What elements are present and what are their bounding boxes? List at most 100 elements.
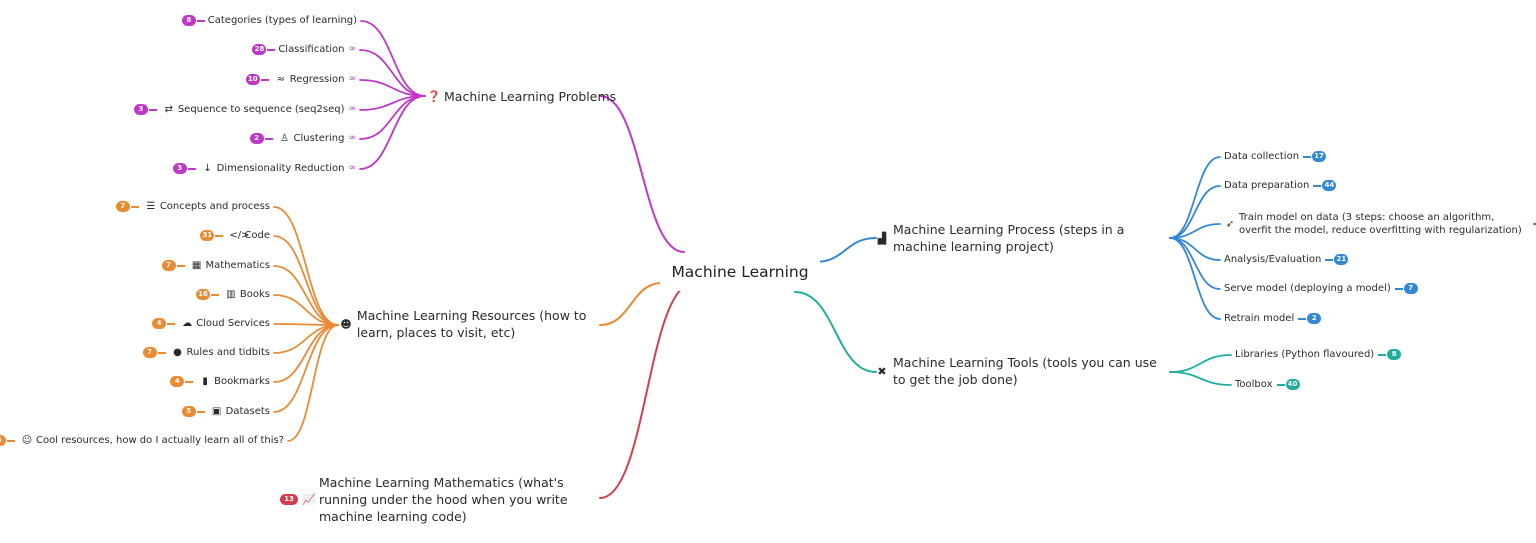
leaf-tools[interactable]: Libraries (Python flavoured)8 xyxy=(1235,348,1402,361)
leaf-process[interactable]: Data collection 17 xyxy=(1224,150,1327,163)
cloud-icon: ☁ xyxy=(182,318,193,329)
connector-stub xyxy=(1394,287,1403,290)
count-badge: 3 xyxy=(172,163,187,174)
connector-stub xyxy=(1533,223,1536,225)
count-badge: 2 xyxy=(1307,313,1322,324)
leaf-label: Books xyxy=(239,289,270,300)
leaf-process[interactable]: ➶ Train model on data (3 steps: choose an… xyxy=(1224,211,1536,237)
root-node[interactable]: Machine Learning xyxy=(660,253,820,291)
leaf-resources[interactable]: 5▣Datasets xyxy=(181,405,270,418)
axis-chart-icon: 📈 xyxy=(302,493,316,506)
leaf-problems[interactable]: 28 Classification∞ xyxy=(252,43,356,56)
leaf-resources[interactable]: 7▦Mathematics xyxy=(161,259,270,272)
count-badge: 8 xyxy=(1387,349,1402,360)
edge-root-resources xyxy=(599,282,663,326)
edge-process-leaf xyxy=(1169,237,1221,320)
connector-stub xyxy=(267,48,276,51)
leaf-label: Serve model (deploying a model) xyxy=(1224,283,1391,294)
edge-root-math xyxy=(599,282,695,499)
edge-resources-leaf xyxy=(287,324,339,442)
connector-stub xyxy=(7,439,15,442)
link-icon[interactable]: ∞ xyxy=(348,163,357,173)
branch-math[interactable]: 13 📈 Machine Learning Mathematics (what'… xyxy=(280,474,600,525)
link-icon[interactable]: ∞ xyxy=(348,133,357,143)
leaf-resources[interactable]: 4 ▮ Bookmarks xyxy=(170,375,270,388)
count-badge: 7 xyxy=(142,347,157,358)
count-badge: 16 xyxy=(195,289,210,300)
leaf-resources[interactable]: 6☺Cool resources, how do I actually lear… xyxy=(0,434,284,447)
leaf-label: Classification xyxy=(278,44,345,55)
leaf-label: Data collection xyxy=(1224,151,1300,162)
leaf-label: Datasets xyxy=(225,406,270,417)
edge-resources-leaf xyxy=(273,324,339,354)
branch-resources[interactable]: ☻ Machine Learning Resources (how to lea… xyxy=(340,307,600,341)
leaf-label: Clustering xyxy=(293,133,345,144)
running-icon: ➶ xyxy=(1225,218,1235,230)
leaf-problems[interactable]: 2 ♙Clustering∞ xyxy=(249,132,357,145)
leaf-resources[interactable]: 7 ● Rules and tidbits xyxy=(142,346,270,359)
count-badge: 21 xyxy=(1334,254,1349,265)
count-badge: 31 xyxy=(200,230,215,241)
edge-root-process xyxy=(814,237,877,263)
leaf-label: Categories (types of learning) xyxy=(207,15,357,26)
lightbulb-icon: ● xyxy=(173,347,182,358)
leaf-resources[interactable]: 16▥Books xyxy=(195,288,270,301)
connector-stub xyxy=(196,410,205,413)
branch-math-count: 13 xyxy=(280,494,298,505)
count-badge: 2 xyxy=(249,133,264,144)
edge-process-leaf xyxy=(1169,185,1221,239)
leaf-process[interactable]: Serve model (deploying a model)7 xyxy=(1224,282,1418,295)
connector-stub xyxy=(185,380,194,383)
arrow-down-icon: ↓ xyxy=(203,163,212,174)
count-badge: 44 xyxy=(1322,180,1337,191)
leaf-tools[interactable]: Toolbox 40 xyxy=(1235,378,1300,391)
count-badge: 7 xyxy=(161,260,176,271)
connector-stub xyxy=(1325,258,1334,261)
connector-stub xyxy=(148,108,157,111)
leaf-resources[interactable]: 31</>Code xyxy=(200,229,270,242)
connector-stub xyxy=(167,322,176,325)
leaf-problems[interactable]: 3⇄Sequence to sequence (seq2seq)∞ xyxy=(133,103,357,116)
link-icon[interactable]: ∞ xyxy=(348,74,357,84)
leaf-problems[interactable]: 3↓Dimensionality Reduction∞ xyxy=(172,162,357,175)
leaf-label: Toolbox xyxy=(1235,379,1273,390)
edge-resources-leaf xyxy=(273,235,339,326)
link-icon[interactable]: ∞ xyxy=(348,44,357,54)
edge-resources-leaf xyxy=(273,323,339,326)
connector-stub xyxy=(1276,383,1285,386)
count-badge: 6 xyxy=(0,435,6,446)
swap-arrows-icon: ⇄ xyxy=(164,104,173,115)
count-badge: 5 xyxy=(181,406,196,417)
count-badge: 4 xyxy=(170,376,185,387)
count-badge: 28 xyxy=(252,44,267,55)
leaf-resources[interactable]: 7☰Concepts and process xyxy=(115,200,270,213)
branch-tools-label: Machine Learning Tools (tools you can us… xyxy=(893,355,1157,387)
leaf-label: Mathematics xyxy=(205,260,270,271)
branch-problems[interactable]: ❓ Machine Learning Problems xyxy=(427,88,616,105)
branch-tools[interactable]: ✖ Machine Learning Tools (tools you can … xyxy=(876,354,1171,388)
leaf-resources[interactable]: 4 ☁Cloud Services xyxy=(152,317,270,330)
code-icon: </> xyxy=(229,230,250,241)
link-icon[interactable]: ∞ xyxy=(348,104,357,114)
leaf-label: Cloud Services xyxy=(196,318,270,329)
branch-process[interactable]: ▟ Machine Learning Process (steps in a m… xyxy=(876,221,1166,255)
connector-stub xyxy=(1298,317,1307,320)
edge-root-tools xyxy=(794,291,877,373)
connector-stub xyxy=(1313,184,1322,187)
count-badge: 17 xyxy=(1312,151,1327,162)
leaf-label: Train model on data (3 steps: choose an … xyxy=(1239,212,1522,236)
count-badge: 40 xyxy=(1285,379,1300,390)
smile-icon: ☺ xyxy=(21,435,33,446)
bookmark-icon: ▮ xyxy=(202,376,208,387)
leaf-label: Bookmarks xyxy=(214,376,270,387)
connector-stub xyxy=(260,78,269,81)
hierarchy-icon: ♙ xyxy=(280,133,290,144)
count-badge: 4 xyxy=(152,318,167,329)
leaf-label: Rules and tidbits xyxy=(186,347,270,358)
leaf-problems[interactable]: 10≈Regression∞ xyxy=(245,73,357,86)
